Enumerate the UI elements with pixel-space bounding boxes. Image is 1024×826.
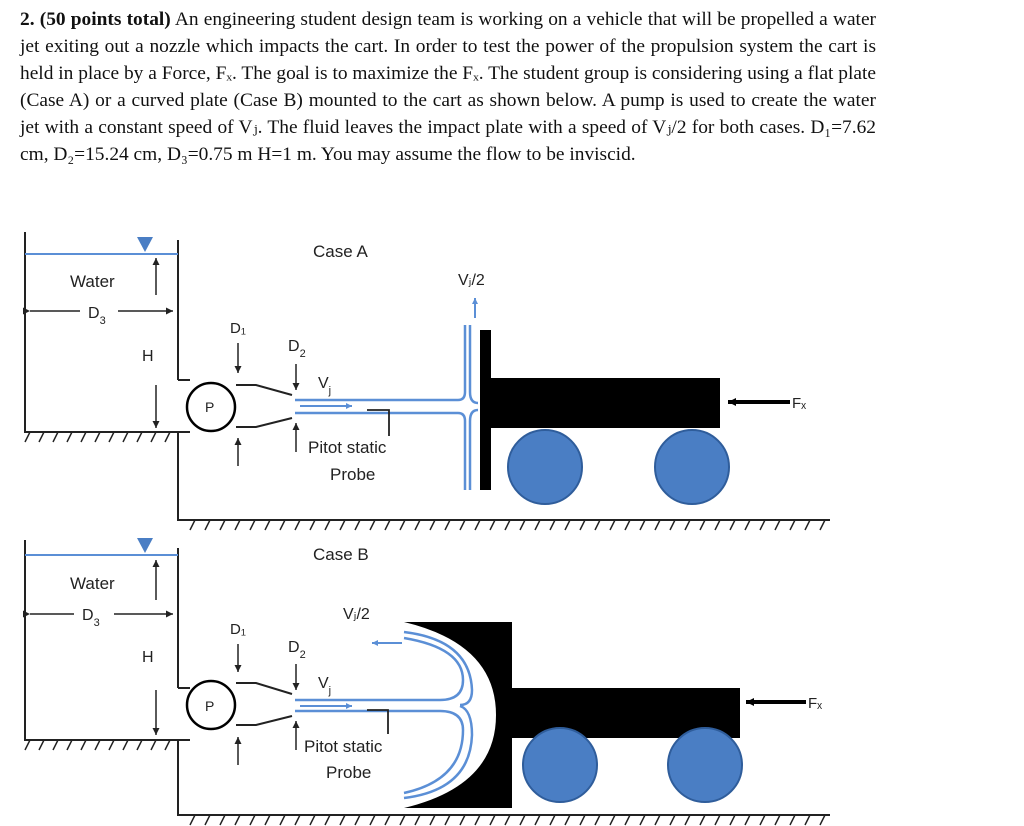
- jet-stream-bottom: [295, 709, 465, 795]
- h-label: H: [142, 649, 154, 666]
- d1-label: D₁: [230, 621, 246, 638]
- jet-stream-bottom: [295, 411, 467, 490]
- problem-number: 2.: [20, 9, 35, 30]
- d3-label: D3: [82, 607, 100, 629]
- cart-body: [490, 378, 720, 428]
- ground-hatch: [24, 431, 171, 443]
- problem-statement: 2. (50 points total) An engineering stud…: [20, 6, 876, 168]
- case-b-diagram: Water D3 H P D₁ D2 Vj Vⱼ/2 Pitot static …: [23, 538, 830, 826]
- pump-label: P: [205, 698, 214, 714]
- wheel-rear: [667, 727, 743, 803]
- water-level-triangle: [137, 538, 153, 553]
- pitot-label-1: Pitot static: [308, 438, 387, 457]
- d2-label: D2: [288, 639, 306, 661]
- pitot-probe: [367, 409, 390, 436]
- flat-plate: [480, 330, 491, 490]
- wheel-front: [522, 727, 598, 803]
- water-level-triangle: [137, 237, 153, 252]
- pump-label: P: [205, 399, 214, 415]
- jet-stream-top: [295, 636, 465, 702]
- wheel-front: [507, 429, 583, 505]
- water-label: Water: [70, 272, 115, 291]
- problem-points: (50 points total): [39, 9, 171, 30]
- d3-label: D3: [88, 305, 106, 327]
- nozzle-bottom: [236, 417, 293, 428]
- h-label: H: [142, 348, 154, 365]
- case-a-title: Case A: [313, 242, 368, 261]
- case-b-title: Case B: [313, 545, 369, 564]
- fx-label: Fₓ: [792, 395, 806, 412]
- v-out-label: Vⱼ/2: [343, 606, 370, 623]
- d1-label: D₁: [230, 320, 246, 337]
- curved-plate-cart: [404, 622, 740, 808]
- pump-circle: [185, 679, 237, 731]
- ground-hatch: [24, 739, 171, 751]
- nozzle-bottom: [236, 715, 293, 726]
- vj-label: Vj: [318, 375, 331, 397]
- wheel-rear: [654, 429, 730, 505]
- water-label: Water: [70, 574, 115, 593]
- pump-circle: [185, 381, 237, 433]
- vj-label: Vj: [318, 675, 331, 697]
- pitot-probe: [367, 709, 389, 734]
- v-out-label: Vⱼ/2: [458, 272, 485, 289]
- nozzle-top: [236, 682, 293, 695]
- floor-hatch: [189, 519, 826, 531]
- fx-label: Fₓ: [808, 695, 822, 712]
- pitot-label-2: Probe: [330, 465, 375, 484]
- pitot-label-1: Pitot static: [304, 737, 383, 756]
- nozzle-top: [236, 384, 293, 396]
- problem-text: An engineering student design team is wo…: [20, 9, 877, 165]
- jet-stream-top: [295, 325, 467, 402]
- pitot-label-2: Probe: [326, 763, 371, 782]
- floor-hatch: [189, 814, 826, 826]
- d2-label: D2: [288, 338, 306, 360]
- case-a-diagram: Water D3 H P D₁ D2 Vj Vⱼ/2 P: [23, 232, 830, 531]
